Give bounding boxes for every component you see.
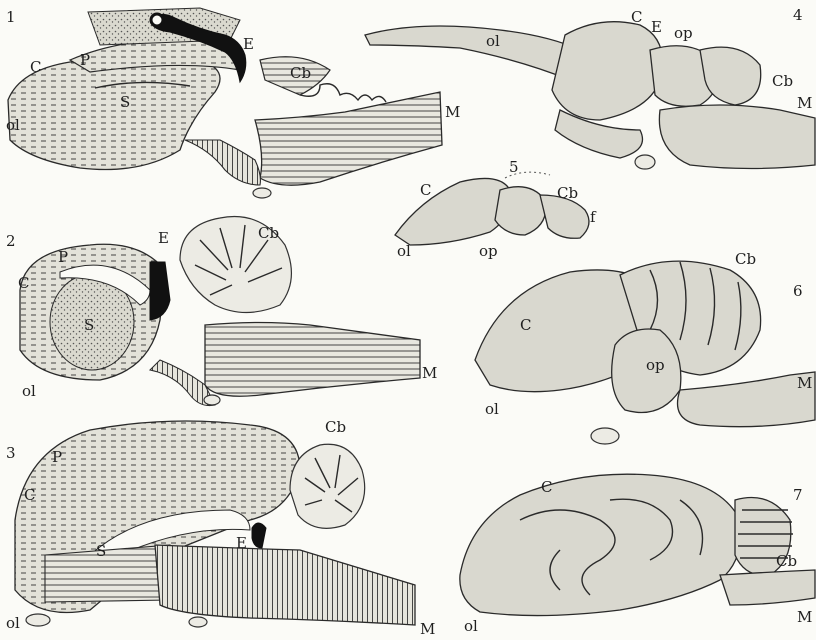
figure-1-label-e: E bbox=[243, 35, 254, 53]
figure-2-pituitary bbox=[204, 395, 220, 405]
figure-3-striatum bbox=[45, 545, 170, 602]
figure-6-label-ol: ol bbox=[485, 400, 499, 418]
figure-2-label-e: E bbox=[158, 229, 169, 247]
figure-6 bbox=[475, 261, 815, 444]
figure-2-label-cb: Cb bbox=[258, 224, 279, 242]
figure-6-number: 6 bbox=[793, 282, 803, 300]
figure-4-medulla bbox=[659, 105, 815, 169]
figure-1-label-p: P bbox=[80, 51, 90, 69]
figure-6-label-c: C bbox=[520, 316, 531, 334]
figure-5-optic-lobe bbox=[495, 187, 546, 235]
figure-3-cerebellum bbox=[290, 444, 365, 528]
figure-1-epiphysis-bulb bbox=[151, 14, 163, 26]
figure-7-number: 7 bbox=[793, 486, 803, 504]
figure-6-label-op: op bbox=[646, 356, 665, 374]
figure-3-label-p: P bbox=[52, 448, 62, 466]
figure-4-label-ol: ol bbox=[486, 32, 500, 50]
figure-3 bbox=[15, 421, 415, 627]
figure-1-hypothalamus bbox=[185, 140, 260, 185]
figure-2-label-p: P bbox=[58, 248, 68, 266]
figure-5-label-op: op bbox=[479, 242, 498, 260]
figure-4-label-m: M bbox=[797, 94, 812, 112]
figure-3-olfactory bbox=[26, 614, 50, 626]
figure-5-cerebrum bbox=[395, 178, 511, 245]
figure-3-number: 3 bbox=[6, 444, 16, 462]
figure-7-cerebrum bbox=[460, 474, 741, 615]
figure-2-label-m: M bbox=[422, 364, 437, 382]
figure-3-label-ol: ol bbox=[6, 614, 20, 632]
figure-1-medulla bbox=[255, 92, 442, 185]
figure-2-label-ol: ol bbox=[22, 382, 36, 400]
figure-3-label-c: C bbox=[24, 486, 35, 504]
figure-3-label-e: E bbox=[236, 534, 247, 552]
figure-1-label-ol: ol bbox=[6, 116, 20, 134]
figure-3-label-cb: Cb bbox=[325, 418, 346, 436]
figure-2-medulla bbox=[205, 323, 420, 397]
figure-5-label-ol: ol bbox=[397, 242, 411, 260]
figure-5-number: 5 bbox=[509, 158, 519, 176]
figure-7-medulla bbox=[720, 570, 815, 605]
figure-3-medulla bbox=[155, 545, 415, 625]
figure-4-olfactory-stalk bbox=[365, 26, 580, 80]
figure-3-pituitary bbox=[189, 617, 207, 627]
figure-5-label-cb: Cb bbox=[557, 184, 578, 202]
figure-1-label-m: M bbox=[445, 103, 460, 121]
figure-1-label-c: C bbox=[30, 58, 41, 76]
figure-7-label-c: C bbox=[541, 478, 552, 496]
figure-7 bbox=[460, 474, 815, 615]
figure-4-cerebrum bbox=[552, 22, 663, 120]
figure-3-epiphysis bbox=[252, 523, 266, 548]
figure-2-label-s: S bbox=[84, 316, 94, 334]
figure-2-label-c: C bbox=[18, 274, 29, 292]
figure-3-label-s: S bbox=[96, 542, 106, 560]
figure-6-pituitary bbox=[591, 428, 619, 444]
figure-1-label-s: S bbox=[120, 93, 130, 111]
figure-4-label-c: C bbox=[631, 8, 642, 26]
figure-2-number: 2 bbox=[6, 232, 16, 250]
figure-4-label-cb: Cb bbox=[772, 72, 793, 90]
figure-2 bbox=[20, 217, 420, 406]
figure-5-label-f: f bbox=[590, 208, 597, 226]
figure-7-label-ol: ol bbox=[464, 617, 478, 635]
figure-7-label-m: M bbox=[797, 608, 812, 626]
figure-2-epiphysis bbox=[150, 262, 170, 320]
figure-4-label-op: op bbox=[674, 24, 693, 42]
figure-4-label-e: E bbox=[651, 18, 662, 36]
figure-6-medulla bbox=[678, 372, 816, 427]
figure-6-label-m: M bbox=[797, 374, 812, 392]
figure-4-pituitary bbox=[635, 155, 655, 169]
figure-1-pituitary bbox=[253, 188, 271, 198]
figure-6-label-cb: Cb bbox=[735, 250, 756, 268]
figure-1-number: 1 bbox=[6, 8, 16, 26]
figure-7-label-cb: Cb bbox=[776, 552, 797, 570]
figure-4-number: 4 bbox=[793, 6, 803, 24]
figure-3-label-m: M bbox=[420, 620, 435, 638]
figure-1-label-cb: Cb bbox=[290, 64, 311, 82]
figure-5-label-c: C bbox=[420, 181, 431, 199]
